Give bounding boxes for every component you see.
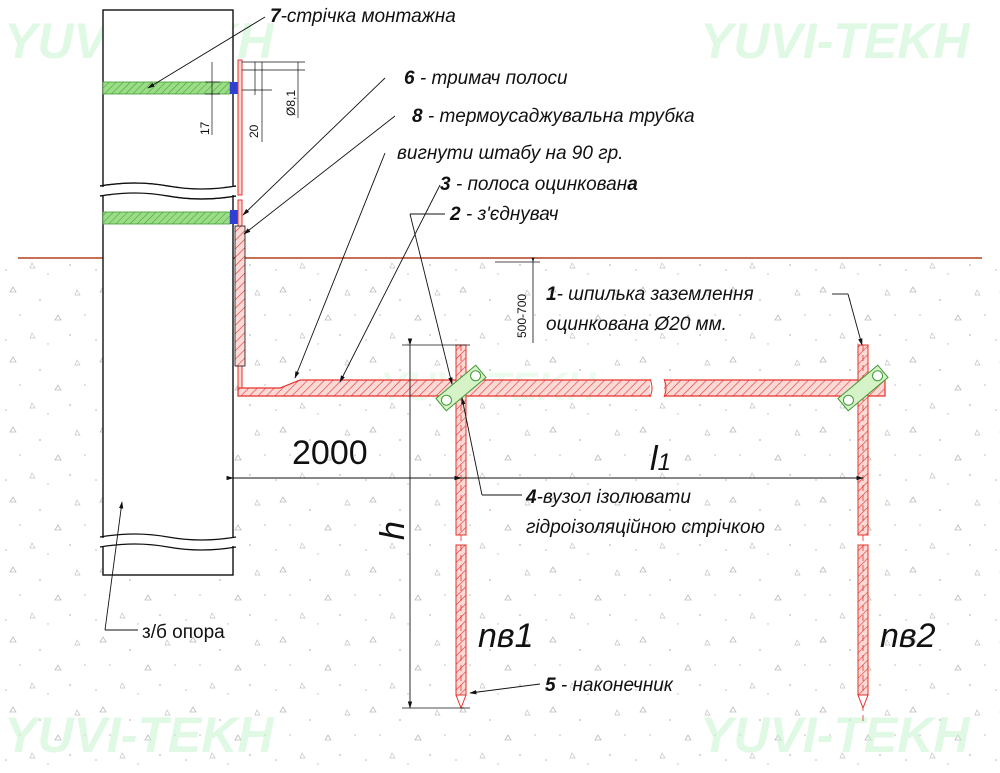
- mounting-band-lower: [102, 211, 231, 225]
- label-6: 6 - тримач полоси: [404, 68, 568, 89]
- mounting-band-upper: [102, 81, 231, 95]
- horizontal-strip: [237, 379, 886, 397]
- strip-holder-upper: [230, 82, 239, 94]
- heat-shrink-tube: [234, 225, 246, 367]
- dim-500-700: 500-700: [515, 294, 529, 338]
- dim-17: 17: [198, 121, 212, 135]
- dim-2000: 2000: [292, 434, 368, 472]
- concrete-pole: [98, 9, 238, 576]
- dim-20: 20: [247, 124, 261, 138]
- label-8: 8 - термоусаджувальна трубка: [412, 106, 695, 127]
- connector-1: [435, 364, 487, 412]
- label-2: 2 - з'єднувач: [449, 204, 559, 225]
- connector-2: [837, 364, 889, 412]
- watermark: YUVI-TEKH: [700, 707, 970, 763]
- vertical-strip: [237, 59, 243, 196]
- label-1-line2: оцинкована Ø20 мм.: [546, 314, 727, 335]
- rod-tip-2: [857, 694, 869, 710]
- rod-tip-1: [455, 694, 467, 710]
- label-4-line2: гідроізоляційною стрічкою: [526, 517, 765, 538]
- label-bent-strip: вигнути штабу на 90 гр.: [397, 143, 623, 164]
- ground-rod-2: [857, 344, 869, 722]
- rod-label-2: nв2: [880, 617, 936, 655]
- dim-l1: l1: [650, 440, 671, 478]
- label-5: 5 - наконечник: [545, 675, 674, 696]
- rod-label-1: nв1: [478, 617, 534, 655]
- label-1: 1- шпилька заземлення: [546, 284, 754, 305]
- watermark: YUVI-TEKH: [4, 707, 274, 763]
- label-7: 7-стрічка монтажна: [270, 6, 456, 27]
- watermark: YUVI-TEKH: [700, 13, 970, 69]
- label-3: 3 - полоса оцинкована: [440, 174, 638, 195]
- dim-h: h: [374, 521, 412, 540]
- strip-holder-lower: [230, 210, 239, 224]
- dim-8-1: Ø8,1: [284, 90, 298, 116]
- label-pole: з/б опора: [142, 622, 225, 643]
- label-4: 4-вузол ізолювати: [525, 487, 691, 508]
